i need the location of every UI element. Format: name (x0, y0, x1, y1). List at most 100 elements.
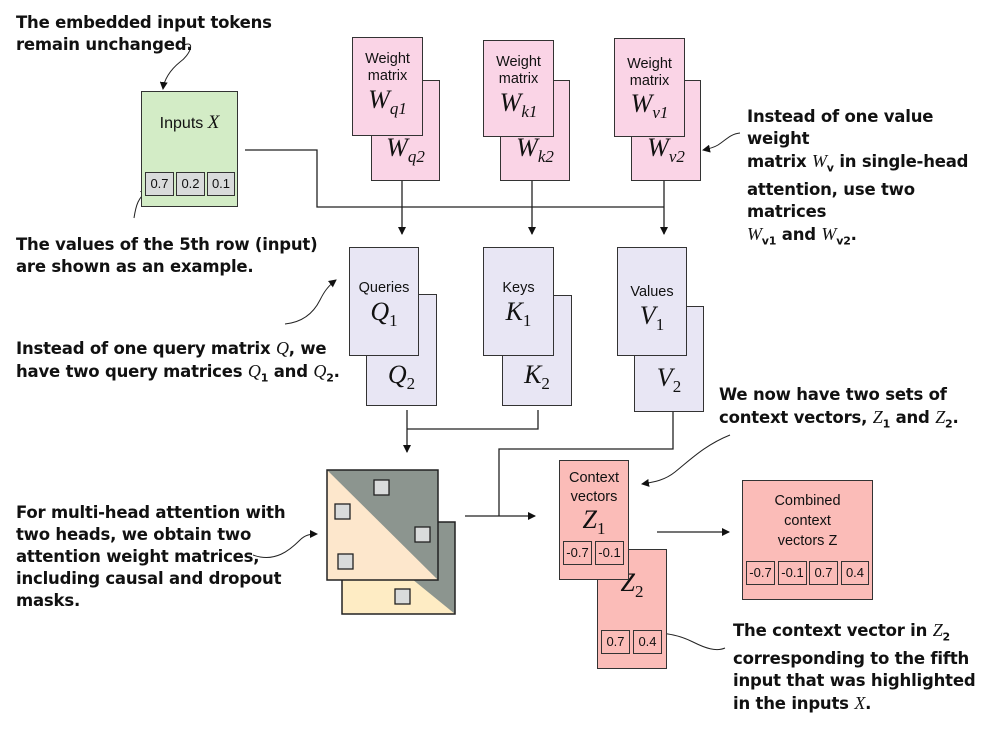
annotation-line: including causal and dropout (16, 569, 282, 588)
annotation-subscript: 2 (326, 371, 334, 385)
annotation-math: Q (313, 361, 327, 381)
annotation-text: . (850, 225, 857, 245)
annotation-text: . (952, 408, 959, 427)
qkv-label: Values (630, 284, 674, 300)
context-value-cell: 0.7 (601, 630, 630, 654)
annotation-math: Q (275, 338, 289, 358)
inputs-symbol: X (207, 112, 220, 133)
attention-weight-matrices (326, 469, 456, 615)
annotation-text: . (865, 694, 872, 714)
qkv-symbol: Q (387, 360, 407, 389)
annotation-subscript: v2 (836, 234, 851, 248)
weight-matrix-k1: Weight matrix Wk1 (483, 40, 554, 137)
annotation-math: X (854, 693, 866, 714)
annotation-text: . (333, 362, 340, 381)
inputs-label: Inputs X (142, 112, 237, 133)
weight-label-line1: Weight (365, 51, 410, 67)
query-curve-arrow (284, 279, 337, 325)
combined-value-cell: 0.4 (841, 561, 869, 585)
inputs-connector (245, 149, 664, 208)
inputs-label-text: Inputs (159, 115, 204, 132)
annotation-line: Wv1 and Wv2. (747, 223, 995, 252)
annotation-subscript: 2 (945, 417, 953, 431)
annotation-subscript: v (826, 161, 834, 175)
context-symbol: Z (582, 505, 597, 534)
annotation-line: corresponding to the fifth (733, 649, 970, 669)
annotation-math: Z (872, 407, 883, 427)
v-connector (498, 412, 674, 516)
annotation-embedded-inputs: The embedded input tokens remain unchang… (16, 12, 272, 56)
attention-cell (337, 553, 354, 570)
annotation-line: attention, use two matrices (747, 180, 915, 222)
qkv-symbol: V (639, 301, 656, 330)
two-sets-curve-arrow (641, 434, 731, 487)
annotation-text: Instead of one query matrix (16, 339, 276, 358)
values-v1: Values V1 (617, 247, 687, 356)
weight-subscript: k1 (521, 102, 538, 122)
keys-k1: Keys K21 (483, 247, 554, 356)
context-value-cell: 0.4 (633, 630, 662, 654)
combined-value-cell: 0.7 (809, 561, 838, 585)
annotation-math: Q (247, 361, 261, 381)
annotation-two-sets: We now have two sets of context vectors,… (719, 384, 959, 435)
qkv-symbol: K (524, 360, 542, 389)
annotation-subscript: 1 (882, 417, 891, 431)
combined-label-line1: Combined (774, 493, 841, 509)
annotation-value-weight: Instead of one value weight matrix Wv in… (747, 106, 995, 253)
annotation-math: Z (935, 407, 946, 427)
qkv-subscript: 1 (389, 311, 398, 331)
annotation-line: attention weight matrices, (16, 547, 260, 566)
annotation-subscript: 1 (260, 371, 269, 385)
weight-symbol: W (647, 133, 669, 162)
qkv-subscript: 2 (406, 374, 416, 394)
attention-cell (414, 526, 431, 543)
annotation-line: remain unchanged. (16, 35, 193, 54)
combined-value-cell: -0.7 (746, 561, 775, 585)
qkv-subscript: 1 (522, 311, 532, 331)
multihead-curve-arrow (252, 530, 318, 558)
annotation-context-vector-z2: The context vector in Z2 corresponding t… (733, 619, 976, 715)
input-value-cell: 0.2 (176, 172, 205, 196)
context-value-cell: -0.7 (563, 541, 592, 565)
context-vectors-z2: Z2 0.7 0.4 (597, 549, 667, 669)
context-subscript: 2 (634, 582, 644, 602)
attention-cell (373, 479, 390, 496)
annotation-line: matrix Wv in single-head (747, 150, 995, 179)
combined-label-line2: context (784, 513, 831, 529)
weight-symbol: W (386, 133, 408, 162)
combined-value-cell: -0.1 (778, 561, 807, 585)
context-vectors-z1: Context vectors Z1 -0.7 -0.1 (559, 460, 629, 580)
input-value-cell: 0.7 (145, 172, 174, 196)
weight-label-line2: matrix (367, 68, 408, 84)
weight-subscript: v1 (652, 103, 669, 123)
annotation-text: and (890, 408, 936, 427)
weight-subscript: q2 (407, 147, 425, 167)
weight-subscript: q1 (389, 99, 407, 119)
annotation-line: two heads, we obtain two (16, 525, 252, 544)
annotation-line: We now have two sets of (719, 385, 947, 404)
weight-symbol: W (499, 88, 522, 117)
annotation-math: W (812, 151, 827, 171)
qkv-label: Keys (502, 280, 535, 296)
annotation-line: Instead of one value weight (747, 107, 934, 148)
attention-matrix-head1 (326, 469, 439, 581)
annotation-line: masks. (16, 591, 81, 610)
qkv-subscript: 2 (541, 374, 550, 394)
inputs-box: Inputs X 0.7 0.2 0.1 (141, 91, 238, 207)
qkv-subscript: 2 (672, 377, 682, 397)
annotation-line: The embedded input tokens (16, 13, 272, 32)
qkv-symbol: V (656, 363, 673, 392)
context-vector-curve-arrow (654, 629, 726, 651)
annotation-text: context vectors, (719, 408, 873, 427)
annotation-line: The values of the 5th row (input) (16, 235, 318, 254)
annotation-line: are shown as an example. (16, 257, 254, 276)
weight-matrix-q1: Weight matrix Wq1 (352, 37, 423, 136)
qkv-subscript: 1 (655, 315, 665, 335)
qkv-label: Queries (358, 280, 410, 296)
weight-label-line2: matrix (629, 73, 670, 89)
value-weight-curve-arrow (702, 132, 741, 153)
weight-label-line1: Weight (496, 54, 541, 70)
annotation-fifth-row: The values of the 5th row (input) are sh… (16, 234, 318, 278)
weight-label-line1: Weight (627, 56, 672, 72)
